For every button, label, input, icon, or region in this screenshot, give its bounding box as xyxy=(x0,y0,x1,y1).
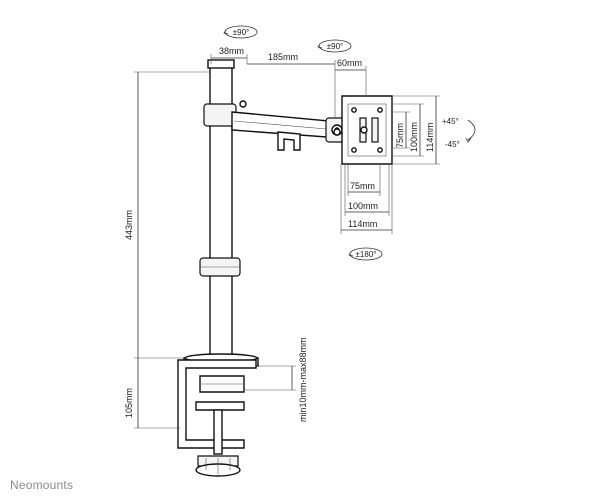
head-depth-label: 60mm xyxy=(337,58,362,68)
arm-swivel-label: ±90° xyxy=(233,28,250,37)
desk-thickness-label: min10mm-max88mm xyxy=(298,337,308,422)
dimension-lines xyxy=(134,54,440,429)
brand-logo-text: Neomounts xyxy=(10,478,74,492)
vesa-114-height-label: 114mm xyxy=(425,123,435,152)
rotation-symbols xyxy=(223,25,476,261)
desk-clamp xyxy=(177,359,257,477)
vesa-100-width-label: 100mm xyxy=(348,201,378,211)
pole-width-label: 38mm xyxy=(219,46,244,56)
tilt-up-label: +45° xyxy=(442,117,459,126)
vesa-head xyxy=(333,95,393,165)
vesa-75-height-label: 75mm xyxy=(395,123,405,148)
vesa-100-height-label: 100mm xyxy=(409,122,419,152)
rotate-label: ±180° xyxy=(356,250,377,259)
height-label: 443mm xyxy=(124,210,134,240)
arm-length-label: 185mm xyxy=(268,52,298,62)
vesa-114-width-label: 114mm xyxy=(348,219,377,229)
head-swivel-label: ±90° xyxy=(327,42,344,51)
clamp-height-label: 105mm xyxy=(124,388,134,418)
vesa-75-width-label: 75mm xyxy=(350,181,375,191)
tilt-down-label: -45° xyxy=(445,140,460,149)
